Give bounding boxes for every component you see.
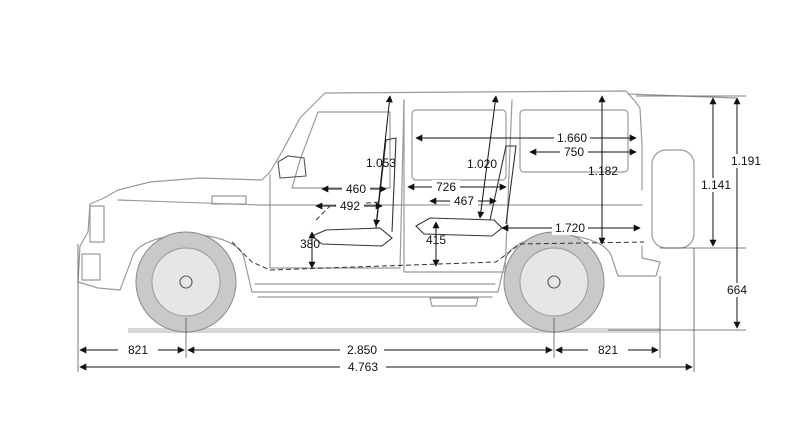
- label-front-seat-height: 380: [300, 237, 320, 251]
- label-cargo-height: 1.182: [588, 164, 618, 178]
- front-wheel: [135, 231, 237, 333]
- label-rear-legroom: 467: [454, 194, 474, 208]
- label-rear-seat-height: 415: [426, 233, 446, 247]
- front-face: [77, 197, 121, 291]
- label-front-overhang: 821: [128, 343, 148, 357]
- hood-vent: [211, 195, 247, 205]
- label-overall-length: 4.763: [348, 360, 378, 374]
- fog-light: [81, 253, 101, 281]
- label-front-headroom: 1.053: [366, 156, 396, 170]
- label-roof-length: 1.660: [557, 131, 587, 145]
- rear-door: [403, 99, 513, 273]
- label-front-legroom: 492: [340, 199, 360, 213]
- spare-wheel: [651, 149, 695, 249]
- rear-wheel: [503, 231, 605, 333]
- floor-dashed-line: [231, 241, 645, 271]
- side-exhaust: [429, 297, 479, 307]
- label-height-body: 1.141: [701, 178, 731, 192]
- front-door: [269, 99, 405, 269]
- front-seat-back: [375, 137, 397, 233]
- windshield-pillar: [261, 99, 319, 181]
- label-cargo-window-length: 750: [564, 145, 584, 159]
- grille: [89, 205, 105, 243]
- belt-line: [117, 199, 643, 206]
- label-ground-to-floor: 664: [727, 283, 747, 297]
- ground-line: [128, 328, 660, 333]
- label-wheelbase: 2.850: [347, 343, 377, 357]
- label-rear-headroom: 1.020: [467, 157, 497, 171]
- roof-line: [317, 90, 643, 191]
- label-cargo-floor-length: 1.720: [555, 221, 585, 235]
- front-seat-cushion: [310, 227, 393, 247]
- label-front-seat-depth: 460: [346, 182, 366, 196]
- front-window: [291, 111, 391, 189]
- hood-line: [103, 177, 263, 199]
- dimension-labels: 821 2.850 821 4.763 1.191 1.141 664 1.05…: [118, 131, 768, 374]
- label-rear-overhang: 821: [598, 343, 618, 357]
- side-mirror: [277, 155, 307, 179]
- label-rear-seat-pitch: 726: [436, 180, 456, 194]
- label-height-total: 1.191: [731, 154, 761, 168]
